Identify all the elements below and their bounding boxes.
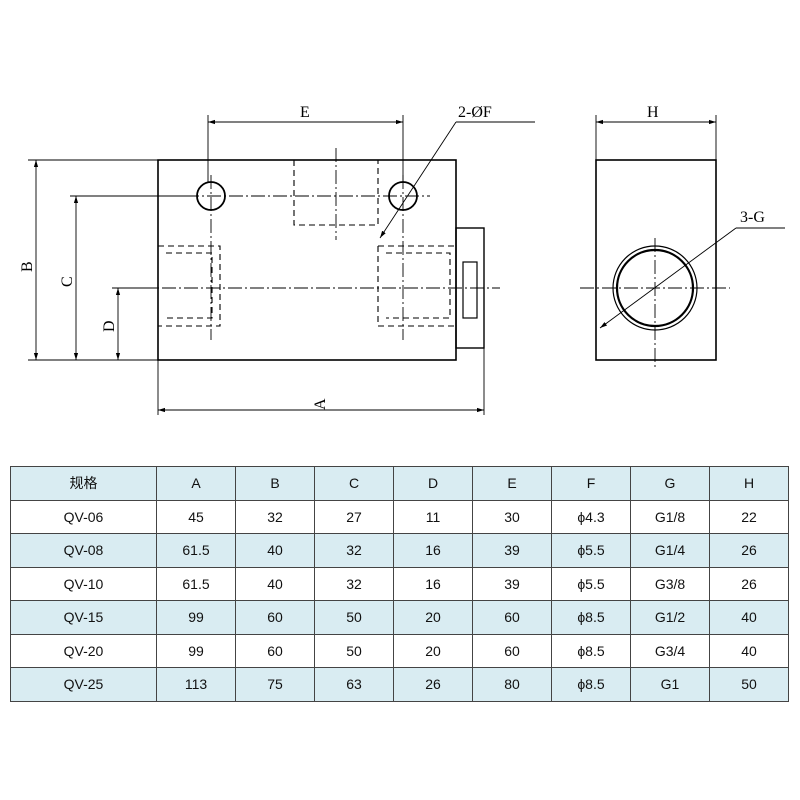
table-cell: 40 (709, 600, 789, 635)
table-row: QV-15 99 60 50 20 60 ϕ8.5 G1/2 40 (10, 600, 789, 635)
label-e: E (300, 104, 310, 121)
side-view (580, 115, 785, 370)
table-row: QV-25 113 75 63 26 80 ϕ8.5 G1 50 (10, 667, 789, 702)
header-cell: H (709, 466, 789, 501)
table-cell: G1 (630, 667, 710, 702)
table-cell: 60 (472, 633, 552, 668)
table-cell: 32 (314, 533, 394, 568)
table-cell: 50 (709, 667, 789, 702)
header-cell: B (235, 466, 315, 501)
table-cell: 30 (472, 499, 552, 534)
spec-table: 规格 A B C D E F G H QV-06 45 32 27 11 30 … (10, 466, 789, 702)
table-cell: 26 (709, 533, 789, 568)
table-cell: 61.5 (156, 533, 236, 568)
table-cell: 40 (235, 566, 315, 601)
table-row: QV-10 61.5 40 32 16 39 ϕ5.5 G3/8 26 (10, 566, 789, 601)
table-cell: 22 (709, 499, 789, 534)
table-cell: QV-20 (10, 633, 157, 668)
table-cell: 32 (314, 566, 394, 601)
table-cell: 11 (393, 499, 473, 534)
table-cell: G3/4 (630, 633, 710, 668)
label-d: D (101, 320, 118, 332)
table-cell: QV-06 (10, 499, 157, 534)
end-cap-inner (462, 261, 478, 319)
table-cell: 50 (314, 600, 394, 635)
technical-drawing: E A B C D 2-ØF H 3-G (19, 104, 785, 415)
table-cell: 39 (472, 533, 552, 568)
table-cell: ϕ8.5 (551, 667, 631, 702)
table-cell: 60 (472, 600, 552, 635)
label-a: A (312, 398, 329, 410)
table-cell: 99 (156, 600, 236, 635)
center-lines (140, 148, 500, 340)
table-cell: ϕ8.5 (551, 633, 631, 668)
header-cell: A (156, 466, 236, 501)
table-cell: ϕ4.3 (551, 499, 631, 534)
table-cell: 40 (235, 533, 315, 568)
table-cell: 26 (393, 667, 473, 702)
table-cell: QV-25 (10, 667, 157, 702)
table-cell: G1/8 (630, 499, 710, 534)
label-f: 2-ØF (458, 104, 492, 121)
table-row: QV-08 61.5 40 32 16 39 ϕ5.5 G1/4 26 (10, 533, 789, 568)
table-cell: 16 (393, 566, 473, 601)
table-cell: 45 (156, 499, 236, 534)
hidden-lines (158, 160, 456, 327)
table-cell: G1/2 (630, 600, 710, 635)
table-cell: 26 (709, 566, 789, 601)
label-h: H (647, 104, 659, 121)
table-cell: ϕ8.5 (551, 600, 631, 635)
table-cell: ϕ5.5 (551, 533, 631, 568)
table-cell: 75 (235, 667, 315, 702)
table-cell: QV-10 (10, 566, 157, 601)
label-g: 3-G (740, 209, 765, 226)
table-cell: G1/4 (630, 533, 710, 568)
table-cell: 16 (393, 533, 473, 568)
table-cell: G3/8 (630, 566, 710, 601)
table-cell: 63 (314, 667, 394, 702)
table-cell: QV-08 (10, 533, 157, 568)
table-cell: 113 (156, 667, 236, 702)
header-cell: 规格 (10, 466, 157, 501)
table-cell: 20 (393, 633, 473, 668)
table-cell: 61.5 (156, 566, 236, 601)
header-cell: D (393, 466, 473, 501)
table-cell: 60 (235, 633, 315, 668)
table-cell: 20 (393, 600, 473, 635)
label-b: B (19, 261, 36, 272)
table-cell: ϕ5.5 (551, 566, 631, 601)
header-cell: E (472, 466, 552, 501)
table-cell: 60 (235, 600, 315, 635)
table-cell: 50 (314, 633, 394, 668)
label-c: C (59, 276, 76, 287)
table-cell: 27 (314, 499, 394, 534)
table-cell: 80 (472, 667, 552, 702)
header-cell: C (314, 466, 394, 501)
front-view (28, 115, 535, 415)
table-cell: 39 (472, 566, 552, 601)
table-cell: 32 (235, 499, 315, 534)
table-row: QV-06 45 32 27 11 30 ϕ4.3 G1/8 22 (10, 499, 789, 534)
table-cell: QV-15 (10, 600, 157, 635)
header-cell: F (551, 466, 631, 501)
table-cell: 99 (156, 633, 236, 668)
side-body (595, 159, 717, 361)
table-header-row: 规格 A B C D E F G H (10, 466, 789, 501)
table-row: QV-20 99 60 50 20 60 ϕ8.5 G3/4 40 (10, 633, 789, 668)
header-cell: G (630, 466, 710, 501)
table-cell: 40 (709, 633, 789, 668)
